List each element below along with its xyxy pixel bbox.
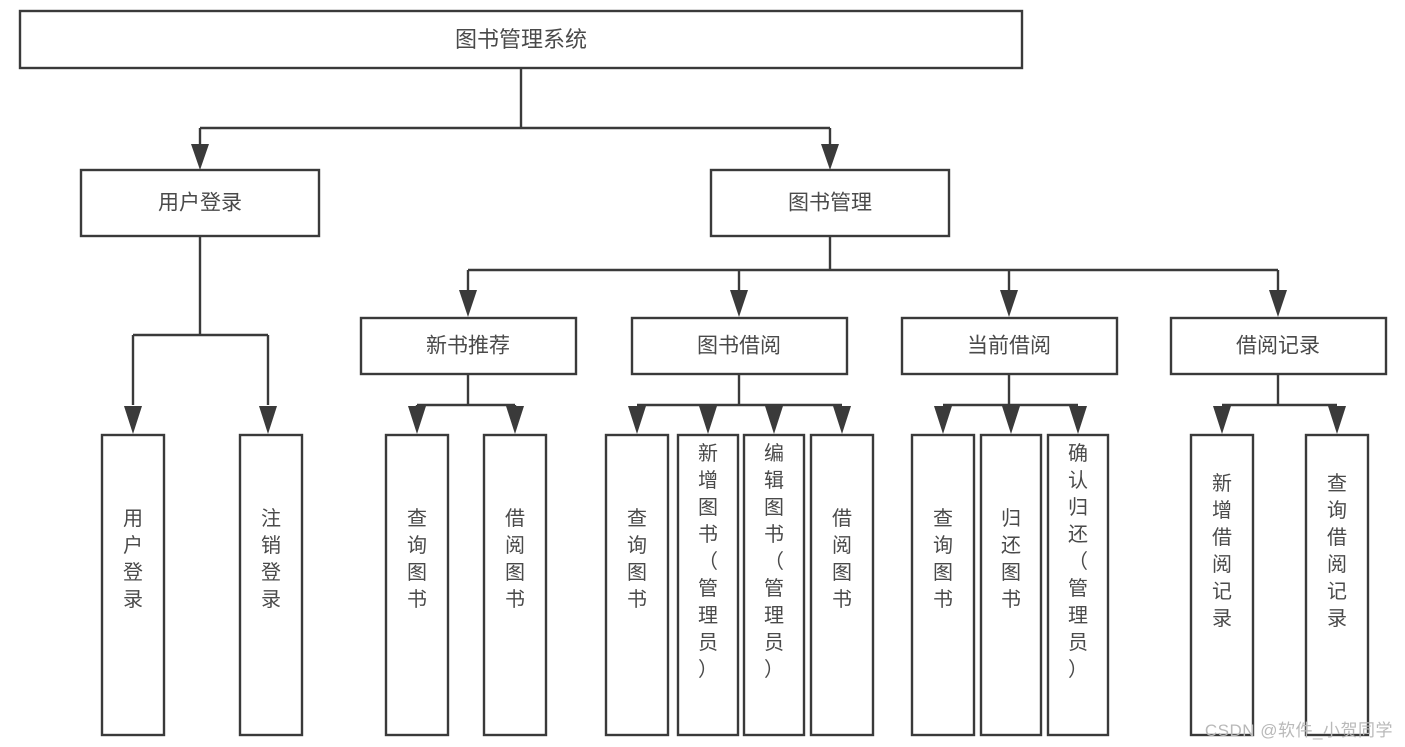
node-current-borrow-label: 当前借阅 <box>967 335 1051 358</box>
arrow-to-borrow-record <box>1269 290 1287 317</box>
leaf-return-book-box[interactable] <box>979 433 1043 737</box>
arrow-to-leaf-query-book-2 <box>628 406 646 434</box>
leaf-borrow-book-borrow-label: 借阅图书 <box>832 507 852 611</box>
leaf-confirm-return-label: 确认归还（管理员） <box>1068 442 1088 681</box>
leaf-add-borrow-record-label: 新增借阅记录 <box>1212 472 1232 630</box>
arrow-to-leaf-user-login <box>124 406 142 434</box>
leaf-query-book-borrow-label: 查询图书 <box>627 507 647 611</box>
leaf-user-login-box[interactable] <box>100 433 166 737</box>
node-borrow-record-label: 借阅记录 <box>1236 335 1320 358</box>
node-book-borrow-box[interactable] <box>630 316 849 376</box>
arrow-to-leaf-return-book <box>1002 406 1020 434</box>
node-new-book-recommend[interactable]: 新书推荐 <box>359 316 578 376</box>
node-new-book-recommend-box[interactable] <box>359 316 578 376</box>
node-borrow-record[interactable]: 借阅记录 <box>1169 316 1388 376</box>
leaf-add-borrow-record[interactable]: 新增借阅记录 <box>1189 433 1255 737</box>
node-user-login[interactable]: 用户登录 <box>79 168 321 238</box>
leaf-borrow-book-newbook[interactable]: 借阅图书 <box>482 433 548 737</box>
leaf-borrow-book-newbook-box[interactable] <box>482 433 548 737</box>
leaf-confirm-return-box[interactable] <box>1046 433 1110 737</box>
leaf-add-book-label: 新增图书（管理员） <box>698 442 718 681</box>
arrow-to-book-mgmt <box>821 144 839 170</box>
connector-group-new-book <box>408 374 524 434</box>
leaf-query-book-current[interactable]: 查询图书 <box>910 433 976 737</box>
leaf-query-borrow-record-box[interactable] <box>1304 433 1370 737</box>
connector-group-book-mgmt <box>459 236 1287 317</box>
arrow-to-leaf-query-book-1 <box>408 406 426 434</box>
leaf-query-book-borrow-box[interactable] <box>604 433 670 737</box>
arrow-to-leaf-borrow-book-1 <box>506 406 524 434</box>
node-user-login-label: 用户登录 <box>158 192 242 215</box>
node-book-borrow[interactable]: 图书借阅 <box>630 316 849 376</box>
leaf-confirm-return[interactable]: 确认归还（管理员） <box>1046 433 1110 737</box>
leaf-borrow-book-borrow[interactable]: 借阅图书 <box>809 433 875 737</box>
arrow-to-leaf-query-book-3 <box>934 406 952 434</box>
connector-group-borrow-record <box>1213 374 1346 434</box>
node-book-management-label: 图书管理 <box>788 192 872 215</box>
leaf-edit-book[interactable]: 编辑图书（管理员） <box>742 433 806 737</box>
leaf-add-book[interactable]: 新增图书（管理员） <box>676 433 740 737</box>
node-current-borrow-box[interactable] <box>900 316 1119 376</box>
leaf-query-book-newbook-box[interactable] <box>384 433 450 737</box>
leaf-logout-label: 注销登录 <box>261 507 281 611</box>
leaf-edit-book-box[interactable] <box>742 433 806 737</box>
node-root-label: 图书管理系统 <box>455 27 587 52</box>
leaf-query-book-newbook-label: 查询图书 <box>407 507 427 611</box>
leaf-return-book-label: 归还图书 <box>1001 507 1021 611</box>
connector-group-root <box>191 68 839 170</box>
node-root-box[interactable] <box>18 9 1024 70</box>
node-root[interactable]: 图书管理系统 <box>18 9 1024 70</box>
watermark-text: CSDN @软件_小贺同学 <box>1204 721 1393 740</box>
connector-group-current-borrow <box>934 374 1087 434</box>
arrow-to-current-borrow <box>1000 290 1018 317</box>
connector-group-user-login <box>124 236 277 434</box>
leaf-user-login-label: 用户登录 <box>123 508 143 611</box>
arrow-to-leaf-query-record <box>1328 406 1346 434</box>
node-book-management-box[interactable] <box>709 168 951 238</box>
leaf-query-book-current-box[interactable] <box>910 433 976 737</box>
node-user-login-box[interactable] <box>79 168 321 238</box>
leaf-edit-book-label: 编辑图书（管理员） <box>764 442 784 681</box>
arrow-to-leaf-edit-book <box>765 406 783 434</box>
arrow-to-leaf-borrow-book-2 <box>833 406 851 434</box>
leaf-borrow-book-newbook-label: 借阅图书 <box>505 507 525 611</box>
arrow-to-new-book <box>459 290 477 317</box>
leaf-add-borrow-record-box[interactable] <box>1189 433 1255 737</box>
leaf-borrow-book-borrow-box[interactable] <box>809 433 875 737</box>
leaf-return-book[interactable]: 归还图书 <box>979 433 1043 737</box>
leaf-query-book-borrow[interactable]: 查询图书 <box>604 433 670 737</box>
leaf-add-book-box[interactable] <box>676 433 740 737</box>
arrow-to-leaf-confirm-return <box>1069 406 1087 434</box>
leaf-user-login[interactable]: 用户登录 <box>100 433 166 737</box>
leaf-query-book-current-label: 查询图书 <box>933 507 953 611</box>
leaf-query-borrow-record-label: 查询借阅记录 <box>1327 472 1347 630</box>
arrow-to-user-login <box>191 144 209 170</box>
node-book-borrow-label: 图书借阅 <box>697 335 781 358</box>
node-book-management[interactable]: 图书管理 <box>709 168 951 238</box>
arrow-to-leaf-add-record <box>1213 406 1231 434</box>
node-new-book-recommend-label: 新书推荐 <box>426 335 510 358</box>
node-current-borrow[interactable]: 当前借阅 <box>900 316 1119 376</box>
connector-group-book-borrow <box>628 374 851 434</box>
leaf-logout-box[interactable] <box>238 433 304 737</box>
arrow-to-book-borrow <box>730 290 748 317</box>
arrow-to-leaf-logout <box>259 406 277 434</box>
node-borrow-record-box[interactable] <box>1169 316 1388 376</box>
leaf-query-borrow-record[interactable]: 查询借阅记录 <box>1304 433 1370 737</box>
arrow-to-leaf-add-book <box>699 406 717 434</box>
leaf-logout[interactable]: 注销登录 <box>238 433 304 737</box>
leaf-query-book-newbook[interactable]: 查询图书 <box>384 433 450 737</box>
